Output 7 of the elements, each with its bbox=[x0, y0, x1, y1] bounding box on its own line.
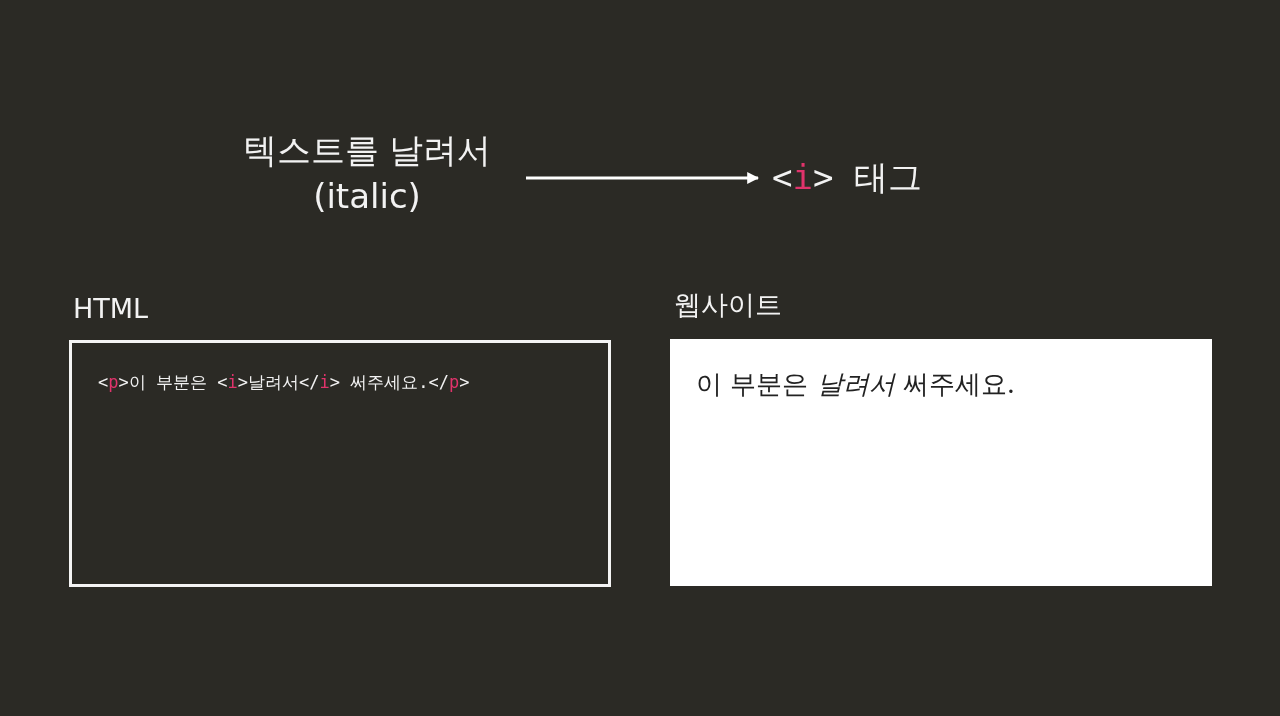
tag-text: <i> 태그 bbox=[772, 155, 922, 201]
preview-text: 이 부분은 날려서 써주세요. bbox=[696, 368, 1017, 401]
heading-text: 텍스트를 날려서 (italic) bbox=[222, 128, 512, 220]
arrow bbox=[526, 172, 760, 184]
code-text: <p>이 부분은 <i>날려서</i> 써주세요.</p> bbox=[98, 371, 471, 394]
panel-heading: 웹사이트 bbox=[674, 288, 783, 322]
panel-heading: HTML bbox=[73, 293, 150, 324]
